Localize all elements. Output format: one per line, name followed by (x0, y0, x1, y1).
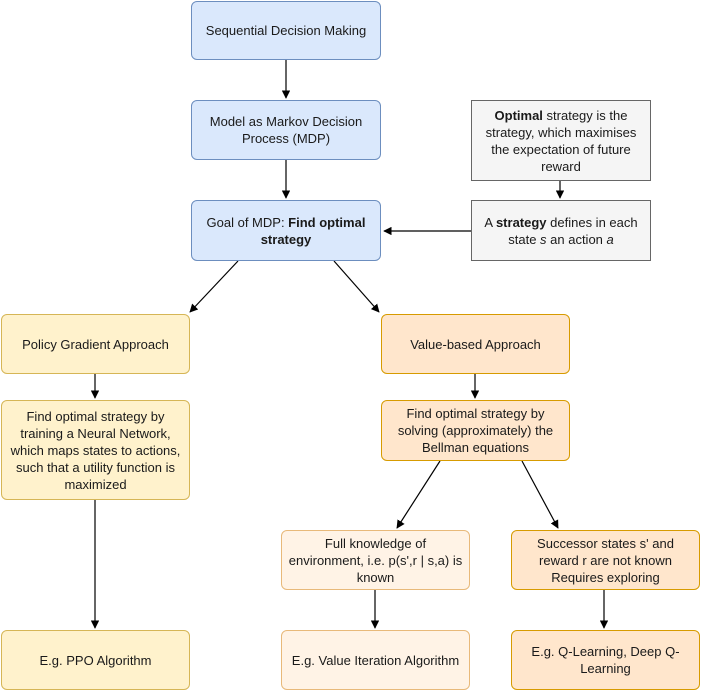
edge-bellman-to-full (396, 460, 441, 529)
strategy-mid: defines in each state (508, 214, 638, 247)
node-label: E.g. Value Iteration Algorithm (291, 652, 460, 668)
node-label: Sequential Decision Making (205, 23, 367, 38)
edge-goal-to-value (333, 260, 380, 313)
node-neural-network-strategy: Find optimal strategy by training a Neur… (1, 400, 190, 500)
node-sequential-decision-making: Sequential Decision Making (191, 1, 381, 60)
strategy-var-s: s (540, 231, 547, 247)
strategy-var-a: a (606, 231, 614, 247)
node-ppo-algorithm: E.g. PPO Algorithm (1, 630, 190, 690)
node-label: A strategy defines in each state s an ac… (478, 214, 644, 248)
node-label: Value-based Approach (410, 336, 541, 352)
node-full-knowledge: Full knowledge of environment, i.e. p(s'… (281, 530, 470, 590)
node-value-based-approach: Value-based Approach (381, 314, 570, 374)
strategy-mid2: an action (546, 231, 607, 247)
node-label: Find optimal strategy by training a Neur… (10, 408, 181, 492)
optimal-rest: strategy is the strategy, which maximise… (485, 107, 637, 174)
optimal-bold: Optimal (494, 107, 543, 123)
node-label: E.g. Q-Learning, Deep Q-Learning (531, 644, 680, 676)
node-bellman-equations: Find optimal strategy by solving (approx… (381, 400, 570, 461)
node-label: E.g. PPO Algorithm (39, 652, 152, 668)
node-label: Full knowledge of environment, i.e. p(s'… (288, 535, 463, 585)
node-policy-gradient-approach: Policy Gradient Approach (1, 314, 190, 374)
node-goal-of-mdp: Goal of MDP: Find optimal strategy (191, 200, 381, 261)
node-label: Model as Markov Decision Process (MDP) (209, 114, 363, 146)
edge-goal-to-policy (189, 260, 239, 313)
node-label: Goal of MDP: Find optimal strategy (198, 214, 374, 248)
goal-prefix: Goal of MDP: (206, 214, 289, 230)
node-optimal-strategy-definition: Optimal strategy is the strategy, which … (471, 100, 651, 181)
node-label: Successor states s' and reward r are not… (537, 535, 674, 585)
node-label: Optimal strategy is the strategy, which … (478, 107, 644, 175)
strategy-pre: A (484, 214, 496, 230)
node-strategy-definition: A strategy defines in each state s an ac… (471, 200, 651, 261)
node-q-learning: E.g. Q-Learning, Deep Q-Learning (511, 630, 700, 690)
node-model-as-mdp: Model as Markov Decision Process (MDP) (191, 100, 381, 160)
node-value-iteration-algorithm: E.g. Value Iteration Algorithm (281, 630, 470, 690)
edge-bellman-to-successor (521, 460, 559, 529)
node-label: Policy Gradient Approach (22, 336, 169, 352)
strategy-bold: strategy (495, 214, 547, 230)
node-label: Find optimal strategy by solving (approx… (397, 406, 554, 455)
node-successor-states-unknown: Successor states s' and reward r are not… (511, 530, 700, 590)
goal-bold: Find optimal strategy (260, 214, 366, 247)
